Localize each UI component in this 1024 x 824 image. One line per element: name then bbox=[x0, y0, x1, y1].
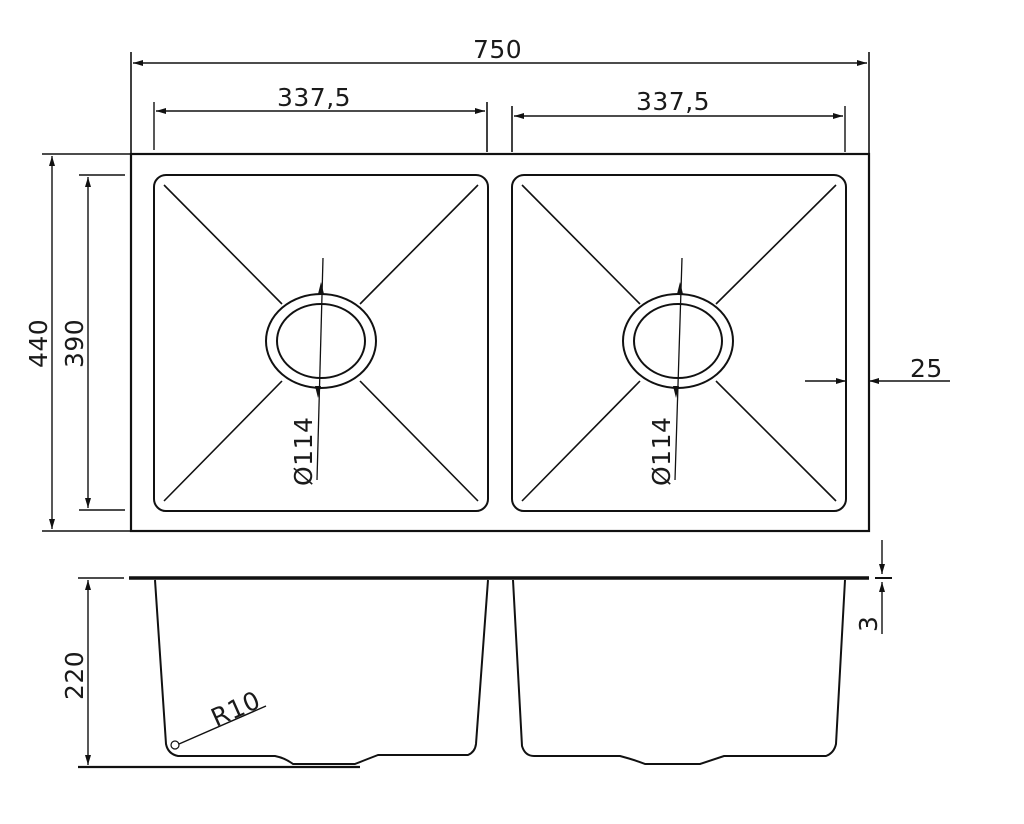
left-bowl-width-dimension: 337,5 bbox=[153, 83, 488, 152]
right-bowl-slope-line bbox=[521, 380, 641, 502]
rim-offset-label: 25 bbox=[910, 354, 943, 383]
bowl-depth-dimension: 390 bbox=[60, 174, 125, 511]
right-drain-dim-line bbox=[674, 257, 683, 481]
left-bowl-slope-line bbox=[359, 184, 479, 305]
bowl-depth-label: 390 bbox=[60, 319, 89, 368]
right-bowl: Ø114 bbox=[511, 174, 847, 512]
sink-outer-rim bbox=[129, 152, 871, 533]
left-drain-diameter-label: Ø114 bbox=[289, 417, 318, 486]
top-view: Ø114 Ø114 750 337,5 bbox=[24, 35, 950, 533]
overall-width-label: 750 bbox=[473, 35, 522, 64]
right-bowl-outline bbox=[511, 174, 847, 512]
overall-depth-dimension: 440 bbox=[24, 153, 131, 532]
arrow-icon bbox=[315, 386, 321, 398]
arrow-icon bbox=[673, 386, 679, 398]
right-drain-diameter-label: Ø114 bbox=[647, 417, 676, 486]
right-bowl-profile bbox=[512, 579, 846, 765]
flange-thickness-dimension: 3 bbox=[854, 540, 892, 634]
right-bowl-slope-line bbox=[715, 380, 837, 502]
left-bowl-width-label: 337,5 bbox=[277, 83, 351, 112]
right-bowl-width-dimension: 337,5 bbox=[511, 87, 846, 152]
right-bowl-width-label: 337,5 bbox=[636, 87, 710, 116]
corner-radius-label: R10 bbox=[207, 685, 265, 732]
right-bowl-slope-line bbox=[521, 184, 641, 305]
left-bowl: Ø114 bbox=[153, 174, 489, 512]
left-bowl-slope-line bbox=[359, 380, 479, 502]
corner-radius-callout: R10 bbox=[170, 685, 267, 750]
bowl-height-dimension: 220 bbox=[60, 577, 360, 769]
overall-depth-label: 440 bbox=[24, 319, 53, 368]
left-bowl-slope-line bbox=[163, 380, 283, 502]
left-drain-inner-icon bbox=[276, 303, 366, 379]
bowl-height-label: 220 bbox=[60, 651, 89, 700]
flange-thickness-label: 3 bbox=[854, 616, 883, 632]
overall-width-dimension: 750 bbox=[130, 35, 870, 154]
left-drain-dim-line bbox=[316, 257, 324, 481]
side-section-view: R10 220 3 bbox=[60, 540, 892, 769]
right-bowl-slope-line bbox=[715, 184, 837, 305]
left-bowl-slope-line bbox=[163, 184, 283, 305]
rim-offset-dimension: 25 bbox=[805, 345, 950, 425]
left-bowl-outline bbox=[153, 174, 489, 512]
arrow-icon bbox=[318, 282, 324, 294]
left-bowl-profile bbox=[154, 579, 489, 765]
arrow-icon bbox=[677, 282, 683, 294]
